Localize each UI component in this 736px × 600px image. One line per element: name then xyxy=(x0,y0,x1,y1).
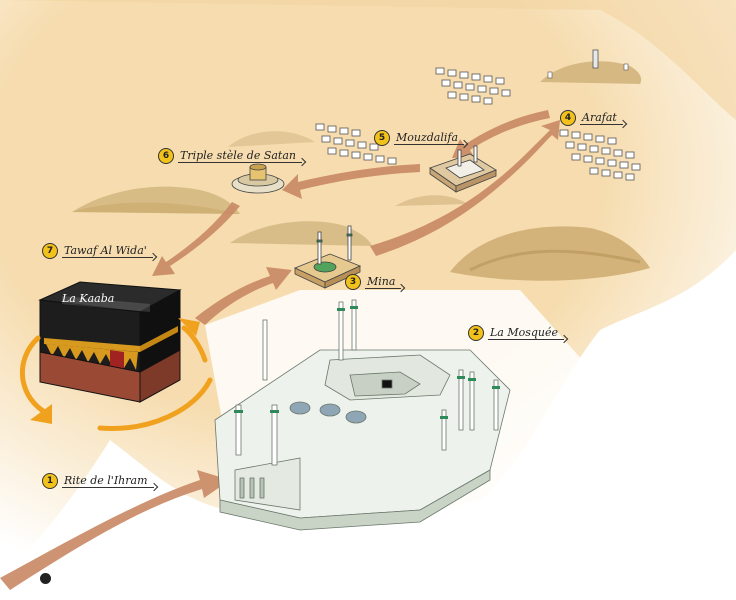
tents-mouzdalifa xyxy=(315,123,397,165)
publisher-logo-icon xyxy=(40,573,51,584)
path-arrow-kaaba-to-mina xyxy=(195,267,292,325)
step-number-2: 2 xyxy=(468,325,484,341)
step-label-6: 6 Triple stèle de Satan xyxy=(158,148,302,164)
rotation-arrowhead-left xyxy=(30,404,52,424)
step-text-2: La Mosquée xyxy=(488,326,565,340)
step-label-7: 7 Tawaf Al Wida' xyxy=(42,243,153,259)
step-label-3: 3 Mina xyxy=(345,274,402,290)
mouzdalifa-mosque xyxy=(429,145,497,193)
tawaf-rotation-arrows xyxy=(19,325,213,431)
hills xyxy=(72,61,650,281)
path-arrow-mouzdalifa-to-satan xyxy=(282,164,420,199)
satan-stele xyxy=(231,163,285,194)
step-text-3: Mina xyxy=(365,275,402,289)
mosque-domes xyxy=(289,401,367,424)
path-arrow-mina-to-arafat xyxy=(370,120,560,256)
step-number-1: 1 xyxy=(42,473,58,489)
kaaba-cube xyxy=(38,281,182,403)
step-text-7: Tawaf Al Wida' xyxy=(62,244,153,258)
tents xyxy=(315,67,641,181)
rotation-arrowhead-right xyxy=(178,318,200,336)
path-arrow-arafat-to-mouzdalifa xyxy=(452,110,550,158)
step-label-2: 2 La Mosquée xyxy=(468,325,565,341)
grand-mosque xyxy=(214,299,511,531)
step-text-6: Triple stèle de Satan xyxy=(178,149,302,163)
step-text-1: Rite de l'Ihram xyxy=(62,474,154,488)
path-arrow-ihram-to-mosque xyxy=(0,470,230,590)
mina-mosque xyxy=(293,225,362,289)
step-number-5: 5 xyxy=(374,130,390,146)
step-label-1: 1 Rite de l'Ihram xyxy=(42,473,154,489)
step-number-3: 3 xyxy=(345,274,361,290)
arafat-hill-pillar xyxy=(547,49,629,79)
mosque-minarets xyxy=(235,299,499,466)
tents-arafat-east xyxy=(559,129,641,181)
step-label-5: 5 Mouzdalifa xyxy=(374,130,465,146)
path-arrow-satan-to-tawaf xyxy=(152,202,240,276)
step-text-5: Mouzdalifa xyxy=(394,131,465,145)
step-text-4: Arafat xyxy=(580,111,623,125)
tents-arafat-north xyxy=(435,67,511,105)
step-label-4: 4 Arafat xyxy=(560,110,623,126)
step-number-6: 6 xyxy=(158,148,174,164)
step-number-7: 7 xyxy=(42,243,58,259)
step-number-4: 4 xyxy=(560,110,576,126)
kaaba-label: La Kaaba xyxy=(62,292,115,305)
pilgrimage-path xyxy=(0,110,560,590)
